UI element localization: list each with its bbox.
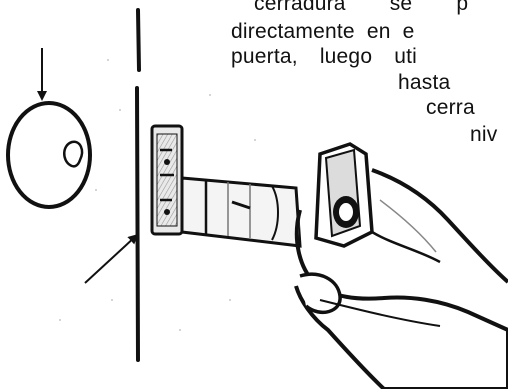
lock-cylinder [314,142,374,248]
latch-bolt [180,176,302,248]
instruction-line-3: puerta, luego uti [231,45,418,68]
hand-drawing [294,168,508,389]
door-edge-line [135,8,141,362]
instruction-line-1: cerradura se p [254,0,469,15]
instruction-line-6: niv [470,123,498,146]
latch-plate [150,124,184,236]
instruction-line-2: directamente en e [231,20,415,43]
paper-texture [59,59,256,331]
arrow-diagonal-icon [84,233,139,284]
hole-circle [6,101,92,209]
instruction-line-5: cerra [426,96,475,119]
instruction-line-4: hasta [398,71,451,94]
